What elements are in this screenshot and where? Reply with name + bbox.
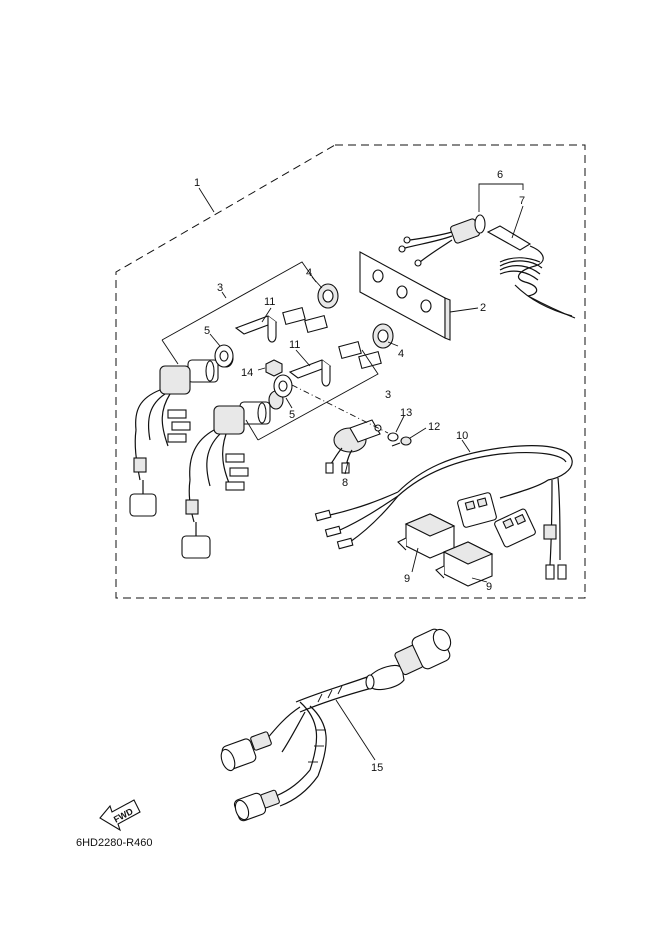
washer-lower [273, 374, 293, 398]
grommet-lower [372, 323, 394, 349]
callout-14: 14 [241, 367, 253, 379]
washer-13 [387, 432, 399, 442]
callout-6: 6 [497, 169, 503, 181]
callout-3-upper: 3 [217, 282, 223, 294]
emergency-switch [398, 214, 486, 267]
callout-9-right: 9 [486, 581, 492, 593]
screw-12 [391, 436, 412, 447]
callout-11-lower: 11 [289, 339, 300, 351]
callout-2: 2 [480, 302, 486, 314]
relay-lower [435, 541, 494, 587]
callout-11-upper: 11 [264, 296, 275, 308]
switch-clip-lower [338, 340, 382, 370]
emergency-lanyard [486, 225, 576, 319]
leader-lines [161, 183, 524, 761]
callout-5-upper: 5 [204, 325, 210, 337]
bracket-upper [234, 315, 278, 343]
callout-4-upper: 4 [306, 267, 312, 279]
callout-15: 15 [371, 762, 383, 774]
switch-clip-upper [282, 306, 328, 334]
callout-7: 7 [519, 195, 525, 207]
main-switch-lower [181, 390, 284, 559]
callout-13: 13 [400, 407, 412, 419]
relay-upper [397, 513, 456, 559]
switch-panel [359, 251, 451, 341]
callout-5-lower: 5 [289, 409, 295, 421]
grommet-upper [317, 283, 339, 309]
kit-boundary [115, 144, 586, 599]
harness-connector-b [494, 508, 536, 548]
buzzer [325, 419, 382, 474]
callout-1: 1 [194, 177, 200, 189]
callouts: 1 2 3 3 4 4 5 5 6 7 8 9 9 10 11 11 12 13… [194, 169, 525, 774]
fwd-arrow-icon: FWD [99, 799, 141, 832]
diagram-code: 6HD2280-R460 [76, 837, 152, 849]
callout-10: 10 [456, 430, 468, 442]
callout-4-lower: 4 [398, 348, 404, 360]
wire-harness-10 [314, 445, 573, 580]
callout-8: 8 [342, 477, 348, 489]
nut [265, 359, 283, 377]
callout-12: 12 [428, 421, 440, 433]
callout-9-left: 9 [404, 573, 410, 585]
harness-connector-a [457, 492, 497, 528]
callout-3-lower: 3 [385, 389, 391, 401]
bracket-lower [288, 359, 332, 387]
extension-harness-15 [220, 628, 452, 822]
washer-upper [214, 344, 234, 368]
